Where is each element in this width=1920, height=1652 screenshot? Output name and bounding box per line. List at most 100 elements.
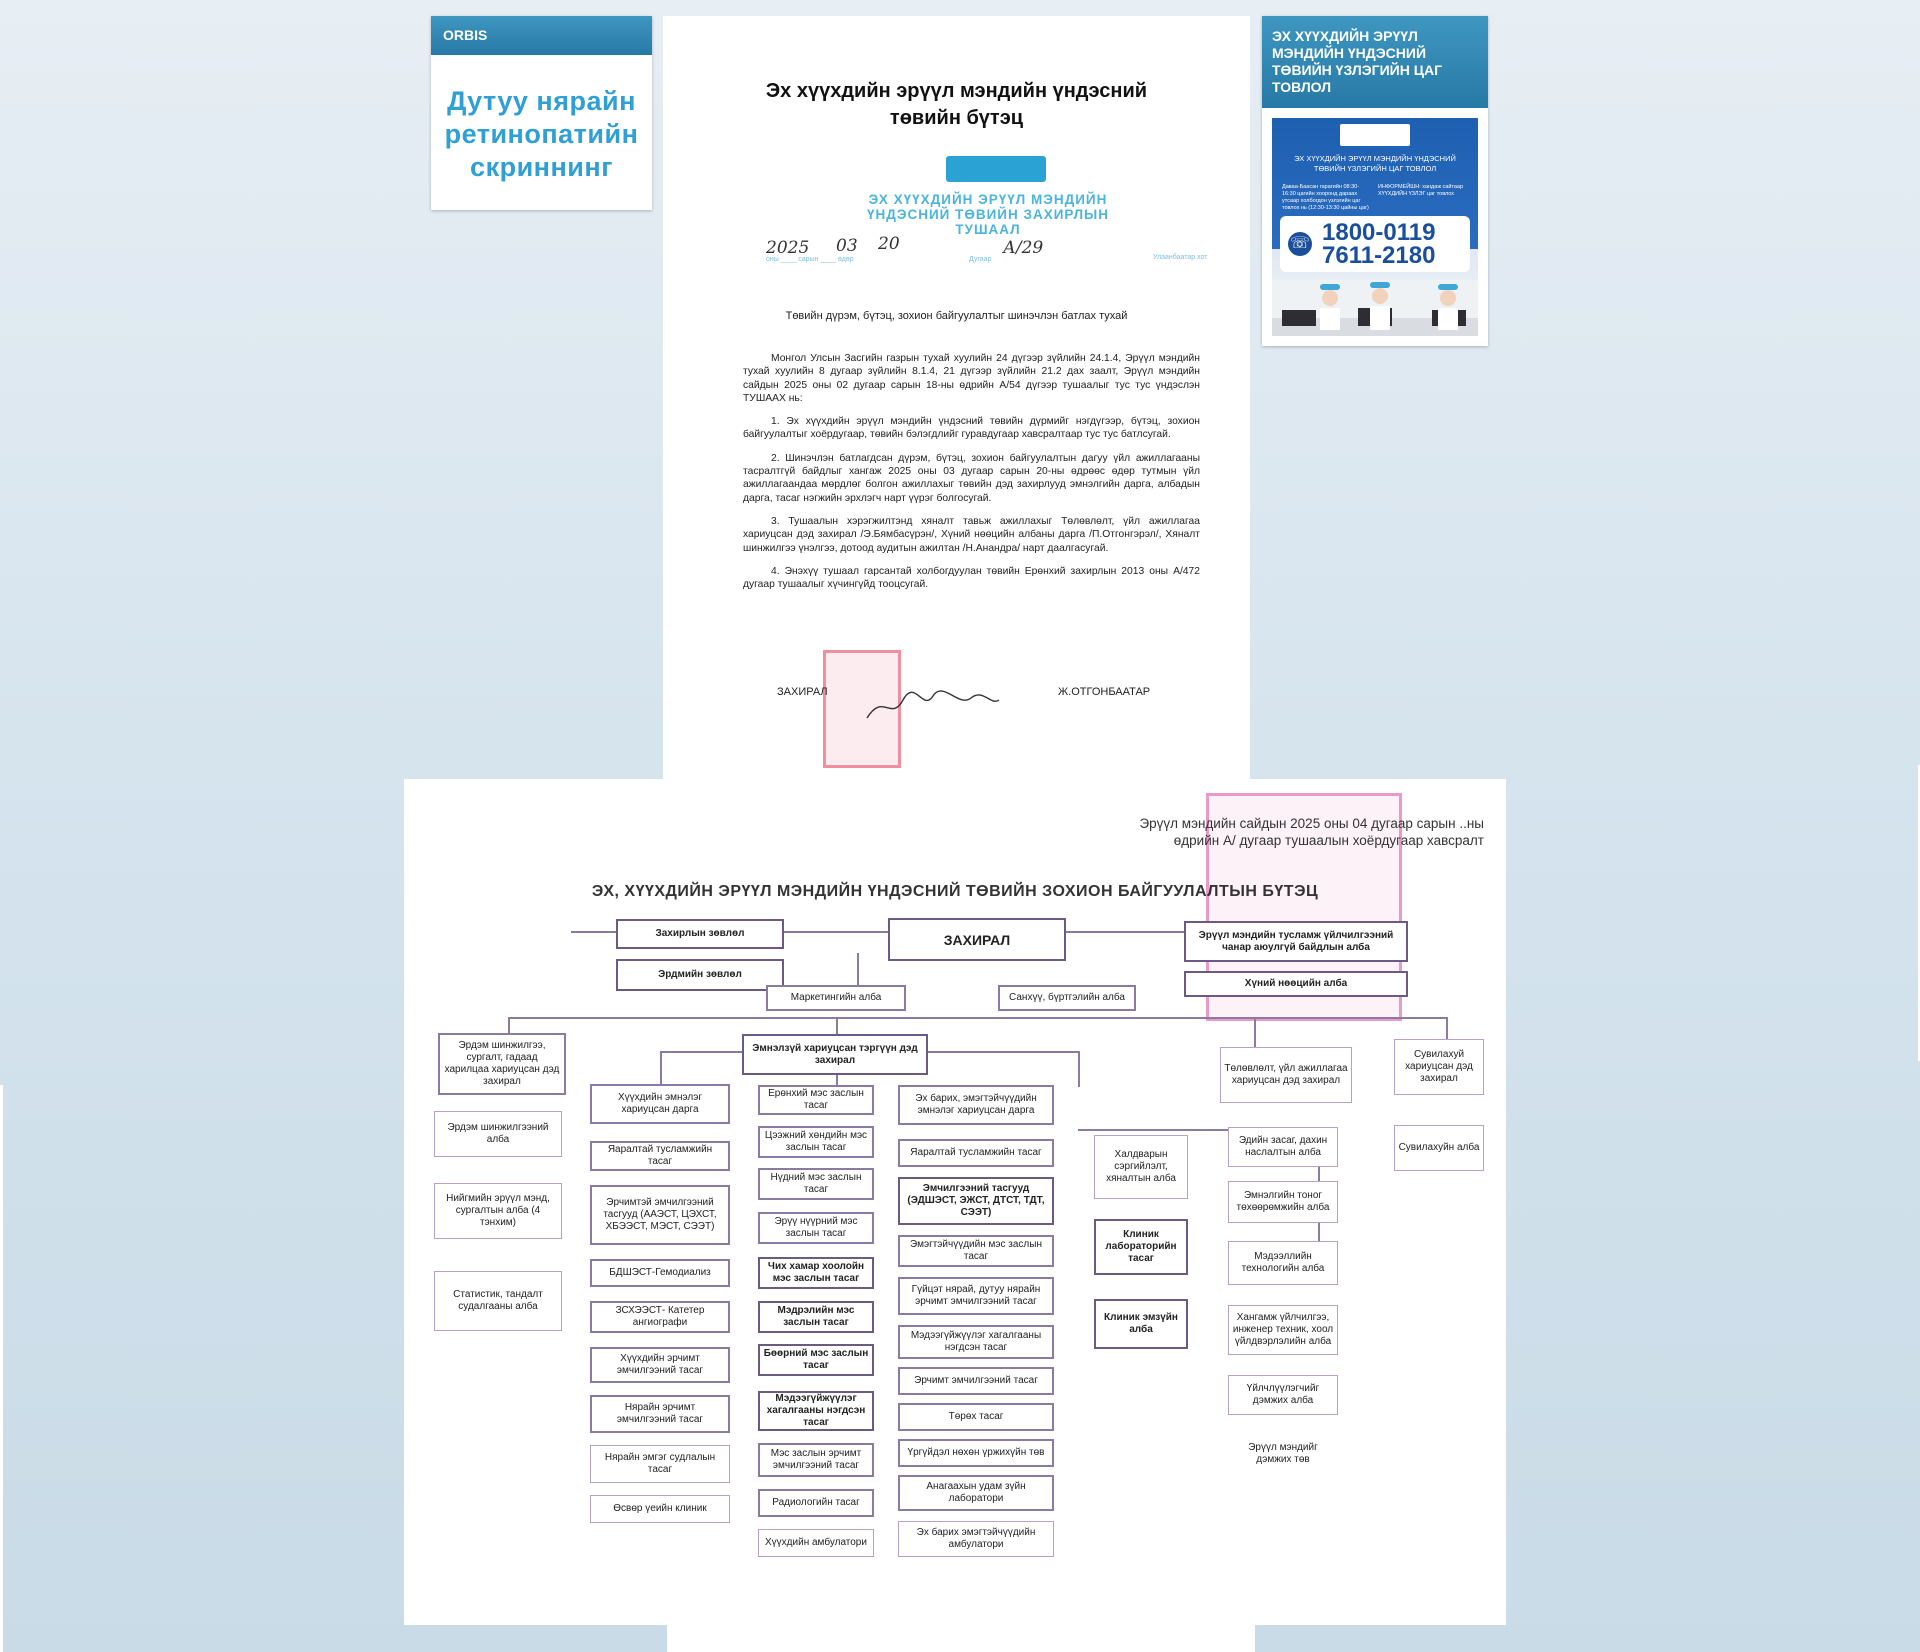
connector <box>857 953 859 997</box>
org-box-unit: Нүдний мэс заслын тасаг <box>758 1168 874 1200</box>
org-box-unit: Өсвөр үеийн клиник <box>590 1495 730 1523</box>
org-box-marketing: Маркетингийн алба <box>766 985 906 1011</box>
org-box-unit: Мэдээгүйжүүлэг хагалгааны нэгдсэн тасаг <box>758 1391 874 1431</box>
agency-line: ҮНДЭСНИЙ ТӨВИЙН ЗАХИРЛЫН <box>866 207 1110 222</box>
org-box-clinical-deputy: Эмнэлзүй хариуцсан тэргүүн дэд захирал <box>742 1034 928 1075</box>
order-paragraph: 2. Шинэчлэн батлагдсан дүрэм, бүтэц, зох… <box>743 452 1200 504</box>
agency-line: ЭХ ХҮҮХДИЙН ЭРҮҮЛ МЭНДИЙН <box>868 192 1108 207</box>
org-box-unit: Мэдрэлийн мэс заслын тасаг <box>758 1301 874 1333</box>
org-box-unit: Эрчимт эмчилгээний тасаг <box>898 1367 1054 1395</box>
signature <box>866 690 1000 719</box>
org-box-unit: Эдийн засаг, дахин наслалтын алба <box>1228 1127 1338 1167</box>
poster-info: ИНФОРМЕЙШН: хандаж сайтаар ХҮҮХДИЙН ҮЗЛЭ… <box>1378 184 1464 197</box>
connector <box>1078 1051 1080 1087</box>
order-number: А/29 <box>1003 238 1044 258</box>
order-paragraph: 4. Энэхүү тушаал гарсантай холбогдуулан … <box>743 565 1200 591</box>
org-box-unit: Хангамж үйлчилгээ, инженер техник, хоол … <box>1228 1305 1338 1355</box>
agency-name: ЭХ ХҮҮХДИЙН ЭРҮҮЛ МЭНДИЙН ҮНДЭСНИЙ ТӨВИЙ… <box>863 192 1113 237</box>
org-box-nursing-deputy: Сувилахуй хариуцсан дэд захирал <box>1394 1039 1484 1095</box>
orbis-banner[interactable]: Дутуу нярайн ретинопатийн скриннинг <box>431 55 652 184</box>
annex-line: өдрийн А/ дугаар тушаалын хоёрдугаар хав… <box>1173 833 1484 848</box>
orbis-banner-line: ретинопатийн <box>444 119 639 149</box>
org-box-unit: Клиник лабораторийн тасаг <box>1094 1219 1188 1275</box>
agency-logo-icon <box>946 156 1046 182</box>
chart-title: ЭХ, ХҮҮХДИЙН ЭРҮҮЛ МЭНДИЙН ҮНДЭСНИЙ ТӨВИ… <box>591 883 1319 900</box>
org-box-unit: Эрчимтэй эмчилгээний тасгууд (ААЭСТ, ЦЭХ… <box>590 1185 730 1245</box>
org-box-unit: Бөөрний мэс заслын тасаг <box>758 1344 874 1376</box>
phone-number: 7611-2180 <box>1322 242 1436 269</box>
org-box-unit: Цээжний хөндийн мэс заслын тасаг <box>758 1126 874 1158</box>
connector <box>508 1017 510 1039</box>
org-box-archive: Санхүү, бүртгэлийн алба <box>998 985 1136 1011</box>
org-box-unit: Яаралтай тусламжийн тасаг <box>590 1141 730 1171</box>
org-box-children-head: Хүүхдийн эмнэлэг хариуцсан дарга <box>590 1084 730 1124</box>
number-label: Дугаар <box>969 256 992 263</box>
connector <box>836 1017 838 1037</box>
org-box-unit: Хүүхдийн амбулатори <box>758 1529 874 1557</box>
org-box-unit: Нярайн эрчимт эмчилгээний тасаг <box>590 1395 730 1433</box>
date-day: 20 <box>878 234 900 254</box>
document-title: Эх хүүхдийн эрүүл мэндийн үндэсний төвий… <box>663 78 1250 132</box>
org-box-unit: БДШЭСТ-Гемодиализ <box>590 1259 730 1287</box>
order-subject: Төвийн дүрэм, бүтэц, зохион байгуулалтыг… <box>785 310 1128 322</box>
order-paragraph: Монгол Улсын Засгийн газрын тухай хуулий… <box>743 353 1200 404</box>
org-box-director: ЗАХИРАЛ <box>888 918 1066 961</box>
org-box-unit: Сувилахуйн алба <box>1394 1125 1484 1171</box>
hotline-widget-header: ЭХ ХҮҮХДИЙН ЭРҮҮЛ МЭНДИЙН ҮНДЭСНИЙ ТӨВИЙ… <box>1262 16 1488 108</box>
call-center-photo <box>1272 280 1478 336</box>
org-box-unit: Эмнэлгийн тоног төхөөрөмжийн алба <box>1228 1181 1338 1223</box>
phone-number: 1800-0119 <box>1322 219 1436 246</box>
org-box-academic-council: Эрдмийн зөвлөл <box>616 959 784 991</box>
date-year: 2025 <box>766 238 810 258</box>
org-box-unit: Үйлчлүүлэгчийг дэмжих алба <box>1228 1375 1338 1415</box>
org-structure-chart: Эрүүл мэндийн сайдын 2025 оны 04 дугаар … <box>404 779 1506 1625</box>
hospital-logo-icon <box>1340 124 1410 146</box>
org-box-unit: Эрдэм шинжилгээний алба <box>434 1111 562 1157</box>
poster-hours: Даваа-Баасан гарагийн 08:30-16:30 цагийн… <box>1282 184 1369 211</box>
order-body: Монгол Улсын Засгийн газрын тухай хуулий… <box>743 352 1200 601</box>
org-box-unit: Ерөнхий мэс заслын тасаг <box>758 1085 874 1115</box>
page-bottom-strip <box>667 1625 1255 1652</box>
connector <box>508 1017 1254 1019</box>
phone-box: ☏ 1800-0119 7611-2180 <box>1280 216 1470 272</box>
connector <box>660 1051 662 1087</box>
connector <box>1078 1129 1318 1131</box>
phone-icon: ☏ <box>1288 232 1312 256</box>
org-box-quality: Эрүүл мэндийн тусламж үйлчилгээний чанар… <box>1184 921 1408 962</box>
date-labels: оны ____ сарын ____ өдөр <box>766 256 854 263</box>
org-box-planning-deputy: Төлөвлөлт, үйл ажиллагаа хариуцсан дэд з… <box>1220 1047 1352 1103</box>
order-document: Эх хүүхдийн эрүүл мэндийн үндэсний төвий… <box>663 16 1250 779</box>
org-box-unit: Эх барих эмэгтэйчүүдийн амбулатори <box>898 1521 1054 1557</box>
org-box-hr: Хүний нөөцийн алба <box>1184 971 1408 997</box>
org-box-unit: Нярайн эмгэг судлалын тасаг <box>590 1445 730 1483</box>
hotline-poster[interactable]: ЭХ ХҮҮХДИЙН ЭРҮҮЛ МЭНДИЙН ҮНДЭСНИЙ ТӨВИЙ… <box>1272 118 1478 336</box>
connector <box>836 1075 838 1087</box>
hotline-widget[interactable]: ЭХ ХҮҮХДИЙН ЭРҮҮЛ МЭНДИЙН ҮНДЭСНИЙ ТӨВИЙ… <box>1262 16 1488 346</box>
signer-name: Ж.ОТГОНБААТАР <box>1058 686 1151 698</box>
title-line: Эх хүүхдийн эрүүл мэндийн үндэсний <box>765 80 1148 102</box>
official-seal-stamp <box>823 650 901 768</box>
org-box-unit: Халдварын сэргийлэлт, хяналтын алба <box>1094 1135 1188 1199</box>
org-box-unit: Мэдээллийн технологийн алба <box>1228 1241 1338 1285</box>
org-box-unit: Чих хамар хоолойн мэс заслын тасаг <box>758 1257 874 1289</box>
org-box-unit: Эмэгтэйчүүдийн мэс заслын тасаг <box>898 1235 1054 1267</box>
org-box-board: Захирлын зөвлөл <box>616 919 784 949</box>
page-edge <box>0 1085 3 1652</box>
orbis-widget[interactable]: ORBIS Дутуу нярайн ретинопатийн скриннин… <box>431 16 652 210</box>
annex-line: Эрүүл мэндийн сайдын 2025 оны 04 дугаар … <box>1139 816 1484 831</box>
order-paragraph: 3. Тушаалын хэрэгжилтэнд хяналт тавьж аж… <box>743 515 1200 554</box>
agency-line: ТУШААЛ <box>955 222 1021 237</box>
connector <box>1446 1017 1448 1047</box>
org-box-unit: Төрөх тасаг <box>898 1403 1054 1431</box>
org-box-unit: Статистик, тандалт судалгааны алба <box>434 1271 562 1331</box>
org-box-unit: Клиник эмзүйн алба <box>1094 1299 1188 1349</box>
org-box-unit: Эрүүл мэндийг дэмжих төв <box>1228 1442 1338 1465</box>
org-box-unit: Анагаахын удам зүйн лаборатори <box>898 1475 1054 1511</box>
city-label: Улаанбаатар хот <box>1153 254 1208 261</box>
annex-note: Эрүүл мэндийн сайдын 2025 оны 04 дугаар … <box>1104 815 1484 849</box>
org-box-unit: Мэдээгүйжүүлэг хагалгааны нэгдсэн тасаг <box>898 1325 1054 1359</box>
date-month: 03 <box>836 236 858 256</box>
org-box-unit: Хүүхдийн эрчимт эмчилгээний тасаг <box>590 1347 730 1383</box>
org-box-unit: ЗСХЭЭСТ- Катетер ангиографи <box>590 1301 730 1333</box>
org-box-unit: Гүйцэт нярай, дутуу нярайн эрчимт эмчилг… <box>898 1277 1054 1315</box>
